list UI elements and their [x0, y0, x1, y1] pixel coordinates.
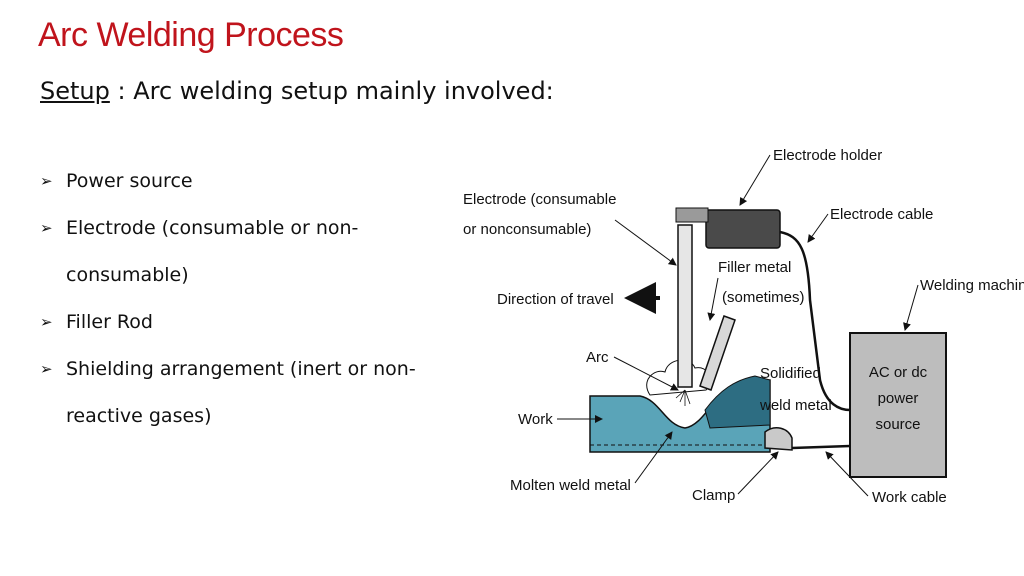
work-cable [791, 444, 851, 450]
bullet-text: Electrode (consumable or non-consumable) [66, 217, 359, 286]
label-electrode-holder: Electrode holder [773, 147, 882, 164]
label-filler-metal: (sometimes) [722, 289, 805, 306]
slide-title: Arc Welding Process [38, 16, 344, 54]
electrode-holder [705, 209, 781, 249]
bullet-item: ➢ Shielding arrangement (inert or non-rea… [40, 346, 460, 440]
subtitle-setup: Setup [40, 77, 110, 105]
label-clamp: Clamp [692, 487, 735, 504]
bullet-text: Shielding arrangement (inert or non-reac… [66, 358, 416, 427]
electrode-cable [779, 230, 851, 412]
label-work-cable: Work cable [872, 489, 947, 506]
arrow-bullet-icon: ➢ [40, 172, 53, 190]
arc-sparks [675, 389, 691, 406]
machine-label: source [875, 416, 920, 433]
subtitle-text: : Arc welding setup mainly involved: [109, 77, 554, 105]
label-electrode-cable: Electrode cable [830, 206, 933, 223]
label-filler-metal: Filler metal [718, 259, 791, 276]
label-solidified: weld metal [759, 397, 832, 414]
bullet-list: ➢ Power source ➢ Electrode (consumable or … [40, 158, 460, 440]
label-solidified: Solidified [760, 365, 821, 382]
machine-label: power [878, 390, 919, 407]
bullet-item: ➢ Electrode (consumable or non-consumable… [40, 205, 460, 299]
slide-subtitle: Setup : Arc welding setup mainly involve… [40, 77, 554, 105]
bullet-item: ➢ Power source [40, 158, 460, 205]
label-arc: Arc [586, 349, 609, 366]
machine-label: AC or dc [869, 364, 928, 381]
welding-machine [849, 332, 947, 478]
bullet-item: ➢ Filler Rod [40, 299, 460, 346]
arc-welding-diagram: AC or dc power source Electrode holder E… [463, 147, 1024, 506]
label-electrode: or nonconsumable) [463, 221, 591, 238]
arrow-bullet-icon: ➢ [40, 360, 53, 378]
electrode-rod [677, 224, 693, 388]
filler-rod [699, 315, 736, 391]
label-molten: Molten weld metal [510, 477, 631, 494]
bullet-text: Power source [66, 170, 193, 192]
label-electrode: Electrode (consumable [463, 191, 616, 208]
weld-bead [704, 375, 771, 429]
label-welding-machine: Welding machin [920, 277, 1024, 294]
clamp [764, 426, 793, 451]
label-direction: Direction of travel [497, 291, 614, 308]
arrow-bullet-icon: ➢ [40, 219, 53, 237]
label-work: Work [518, 411, 553, 428]
bullet-text: Filler Rod [66, 311, 153, 333]
arrow-bullet-icon: ➢ [40, 313, 53, 331]
